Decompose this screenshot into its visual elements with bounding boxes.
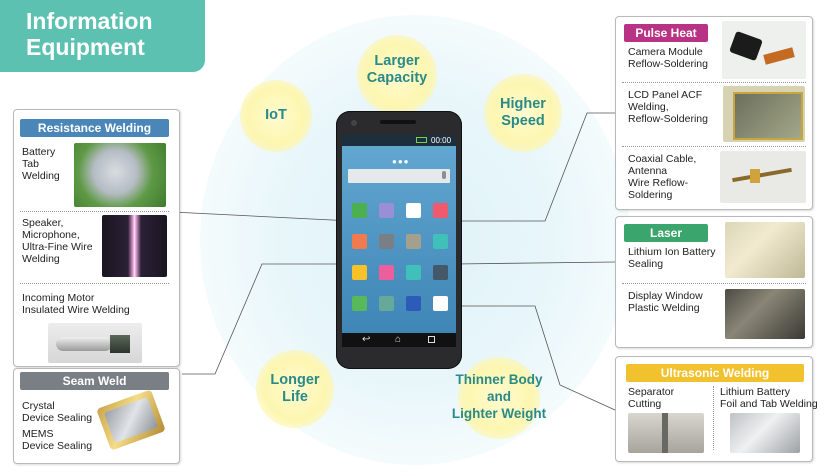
pulse-heat-header: Pulse Heat [624,24,708,42]
divider [622,283,806,284]
divider [622,82,806,83]
title-banner: Information Equipment [0,0,205,72]
feature-iot: IoT [265,107,287,123]
browser-app-icon[interactable] [406,296,421,311]
ultrasonic-header: Ultrasonic Welding [626,364,804,382]
play-app-icon[interactable] [352,203,367,218]
files-app-icon[interactable] [406,234,421,249]
foil-photo [730,413,800,453]
divider [713,386,714,450]
note-app-icon[interactable] [379,203,394,218]
bubble-longer-life [256,350,334,428]
maps-app-icon[interactable] [406,265,421,280]
recents-icon[interactable] [428,336,435,343]
divider [20,283,169,284]
home-icon[interactable]: ⌂ [395,334,402,345]
connector-seam [182,263,352,375]
connector-pulse [455,112,615,222]
divider [20,211,169,212]
coax-photo [720,151,806,203]
search-bar[interactable] [348,169,450,183]
grid-app-icon[interactable] [379,296,394,311]
battery-tab-photo [74,143,166,207]
seam-weld-header: Seam Weld [20,372,169,390]
bubble-iot [240,80,312,152]
separator-photo [628,413,704,453]
page-dots: ●●● [392,157,410,166]
front-camera [351,120,357,126]
map-app-icon[interactable] [433,234,448,249]
notes-app-icon[interactable] [352,265,367,280]
speaker-slot [380,120,416,124]
bubble-higher-speed [484,74,562,152]
mail-app-icon[interactable] [433,296,448,311]
gallery-app-icon[interactable] [433,203,448,218]
connector-laser [454,261,616,265]
phone-screen: 00:00 ●●● [342,135,456,333]
divider [622,146,806,147]
connector-resistance [171,211,353,222]
camera-photo [722,21,806,79]
settings-app-icon[interactable] [379,234,394,249]
microphone-icon[interactable] [442,171,446,179]
camera-app-icon[interactable] [433,265,448,280]
resistance-welding-header: Resistance Welding [20,119,169,137]
smartphone: 00:00 ●●● ↩ ⌂ [336,111,462,369]
stop-app-icon[interactable] [406,203,421,218]
bubble-thinner [458,357,540,439]
phone-app-icon[interactable] [352,296,367,311]
battery-icon [416,137,427,143]
connector-ultrasonic [455,305,616,411]
back-icon[interactable]: ↩ [362,334,371,345]
motor-photo [48,323,142,363]
title-line-1: Information [26,8,153,34]
title-line-2: Equipment [26,34,145,60]
nav-bar: ↩ ⌂ [342,333,456,347]
status-time: 00:00 [431,136,452,145]
page-title: Information Equipment [26,8,153,60]
lcd-photo [723,86,805,142]
battery-photo [725,222,805,278]
bubble-larger-capacity [357,35,437,115]
speaker-photo [102,215,167,277]
status-bar: 00:00 [342,135,456,146]
music-app-icon[interactable] [379,265,394,280]
calendar-app-icon[interactable] [352,234,367,249]
laser-header: Laser [624,224,708,242]
window-photo [725,289,805,339]
